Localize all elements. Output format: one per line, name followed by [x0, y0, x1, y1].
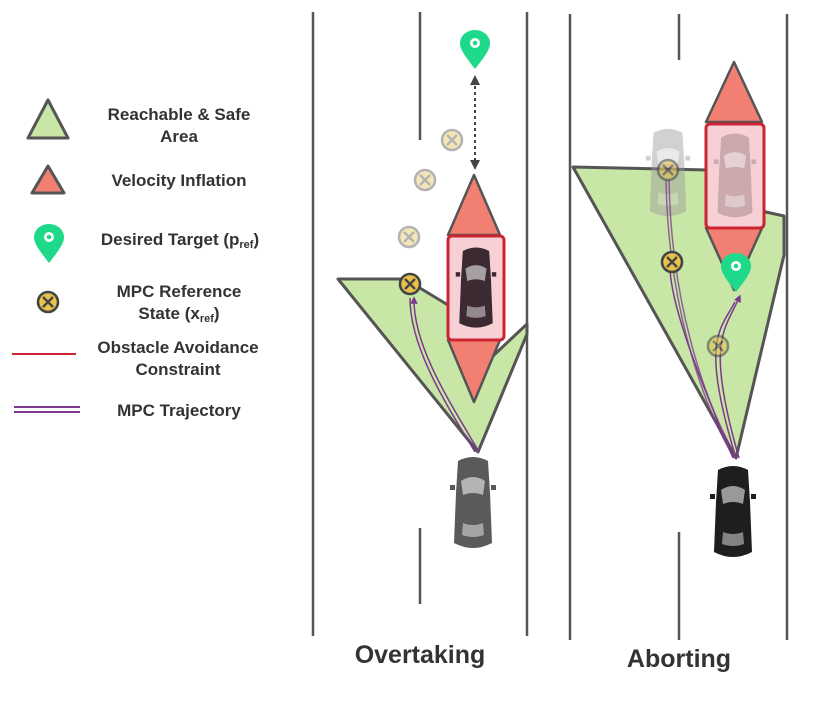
legend-obstacle-label: Obstacle Avoidance Constraint	[97, 338, 259, 379]
legend-safe-area-icon	[26, 98, 70, 140]
velocity-inflation-front	[704, 60, 764, 124]
ref-state-current-aborting	[660, 250, 684, 274]
legend-ref-state-icon	[36, 290, 60, 314]
ref-state-faded	[440, 128, 464, 152]
ego-car-aborting	[710, 466, 756, 557]
target-pin-overtaking	[460, 30, 490, 69]
caption-overtaking: Overtaking	[354, 641, 486, 669]
ref-state-faded	[397, 225, 421, 249]
legend-velocity-label: Velocity Inflation	[111, 171, 247, 190]
overtaking-scene	[336, 30, 529, 548]
legend-target-label: Desired Target (pref)	[100, 230, 260, 251]
aborting-scene	[571, 60, 786, 557]
legend-trajectory-icon	[14, 406, 80, 413]
velocity-inflation-front	[446, 173, 502, 237]
ref-state-faded	[413, 168, 437, 192]
ref-state-faded	[706, 334, 730, 358]
ref-state-current-overtaking	[398, 272, 422, 296]
ref-state-faded	[656, 158, 680, 182]
legend-target-icon	[34, 224, 64, 263]
legend-safe-area-label: Reachable & Safe Area	[107, 105, 251, 146]
legend-trajectory-label: MPC Trajectory	[117, 401, 241, 420]
ego-car-overtaking	[450, 457, 496, 548]
legend-ref-state-label: MPC Reference State (xref)	[116, 282, 242, 325]
caption-aborting: Aborting	[626, 645, 732, 673]
legend-velocity-icon	[30, 164, 66, 195]
